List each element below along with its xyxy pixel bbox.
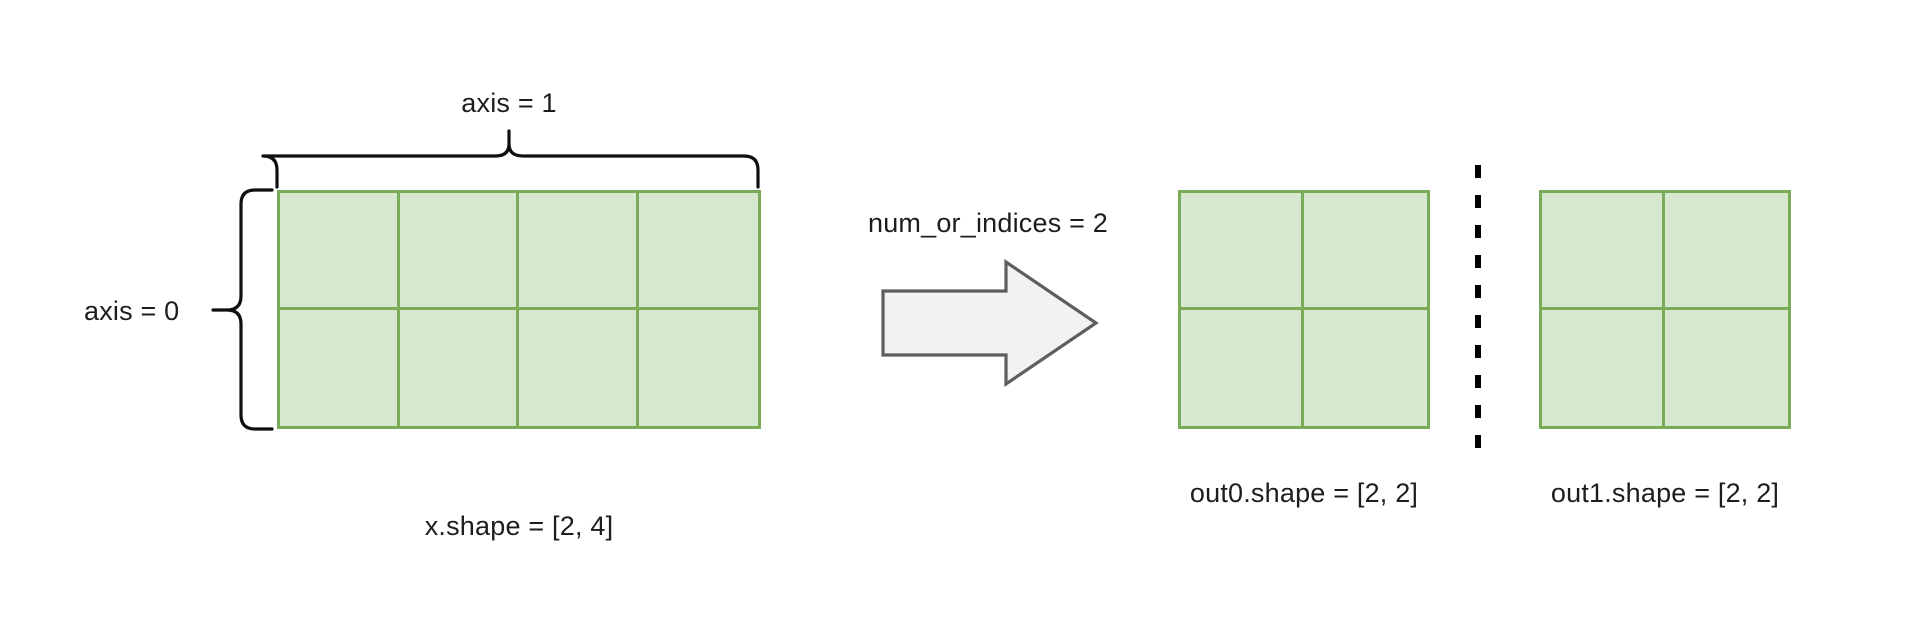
tensor-cell xyxy=(399,309,519,426)
tensor-cell xyxy=(280,193,400,310)
tensor-cell xyxy=(1542,193,1665,310)
right-block-arrow-icon xyxy=(881,258,1099,388)
tensor-cell xyxy=(519,309,639,426)
output1-tensor-grid xyxy=(1539,190,1791,429)
tensor-cell xyxy=(1181,309,1304,426)
tensor-cell xyxy=(1304,193,1427,310)
tensor-cell xyxy=(1304,309,1427,426)
tensor-cell xyxy=(519,193,639,310)
source-shape-label: x.shape = [2, 4] xyxy=(424,511,614,541)
tensor-cell xyxy=(280,309,400,426)
tensor-cell xyxy=(1542,309,1665,426)
tensor-cell xyxy=(638,309,758,426)
output0-tensor-grid xyxy=(1178,190,1430,429)
axis0-brace-icon xyxy=(211,188,274,431)
tensor-cell xyxy=(1181,193,1304,310)
tensor-cell xyxy=(638,193,758,310)
axis1-brace-icon xyxy=(261,129,760,189)
num-or-indices-label: num_or_indices = 2 xyxy=(868,208,1108,238)
tensor-cell xyxy=(1665,193,1788,310)
tensor-cell xyxy=(1665,309,1788,426)
source-tensor-grid xyxy=(277,190,761,429)
axis-col-label: axis = 1 xyxy=(461,88,557,118)
axis-row-label: axis = 0 xyxy=(84,296,180,326)
output1-shape-label: out1.shape = [2, 2] xyxy=(1550,478,1780,508)
output0-shape-label: out0.shape = [2, 2] xyxy=(1189,478,1419,508)
tensor-cell xyxy=(399,193,519,310)
